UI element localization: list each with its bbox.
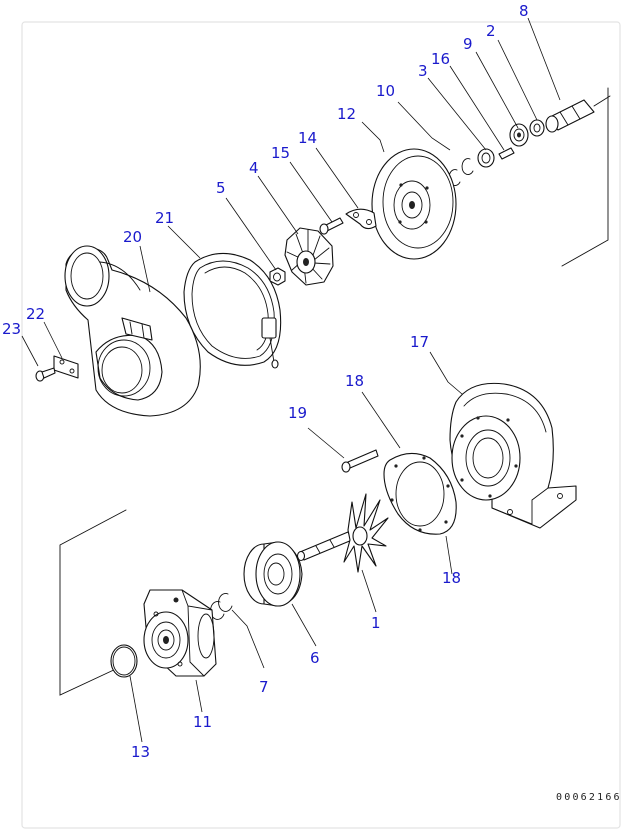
part-snap-ring-7 (210, 593, 265, 669)
callout-4: 4 (249, 159, 259, 177)
sheet-frame (21, 21, 621, 829)
part-nut-2 (529, 119, 545, 137)
callout-19: 19 (288, 404, 307, 422)
leader-lines (21, 17, 561, 743)
callout-20: 20 (123, 228, 142, 246)
callout-10: 10 (376, 82, 395, 100)
part-bolt-15 (319, 217, 344, 235)
part-v-band-clamp-21 (183, 252, 282, 369)
part-pin-16 (498, 147, 515, 160)
callout-2: 2 (486, 22, 496, 40)
part-turbine-shaft-1 (296, 493, 389, 573)
callout-6: 6 (310, 649, 320, 667)
callout-21: 21 (155, 209, 174, 227)
callout-12: 12 (337, 105, 356, 123)
callout-18-lower: 18 (442, 569, 461, 587)
part-insert-6 (243, 541, 303, 607)
callout-1: 1 (371, 614, 381, 632)
callout-22: 22 (26, 305, 45, 323)
callout-23: 23 (2, 320, 21, 338)
part-compressor-wheel-4 (284, 227, 334, 286)
callout-16: 16 (431, 50, 450, 68)
callout-9: 9 (463, 35, 473, 53)
part-turbine-housing-17 (449, 382, 577, 529)
part-gasket-18 (383, 452, 457, 535)
callout-5: 5 (216, 179, 226, 197)
callout-13: 13 (131, 743, 150, 761)
part-bolt-19 (341, 449, 379, 473)
part-bracket-14 (345, 208, 377, 230)
part-collar-9 (509, 123, 529, 147)
callout-11: 11 (193, 713, 212, 731)
part-sleeve-8 (545, 95, 611, 133)
part-bearing-3 (477, 148, 495, 168)
callout-18-upper: 18 (345, 372, 364, 390)
callout-15: 15 (271, 144, 290, 162)
callout-3: 3 (418, 62, 428, 80)
part-compressor-housing-20 (64, 245, 201, 417)
section-break-lines (59, 87, 609, 696)
callout-7: 7 (259, 678, 269, 696)
callout-labels: 8 2 9 16 3 10 12 14 15 4 5 21 20 22 23 1… (2, 2, 529, 761)
callout-17: 17 (410, 333, 429, 351)
part-lock-plate-22 (53, 355, 79, 379)
part-nut-5 (269, 267, 286, 286)
drawing-number: 00062166 (556, 792, 622, 803)
part-screw-23 (35, 367, 56, 382)
callout-14: 14 (298, 129, 317, 147)
callout-8: 8 (519, 2, 529, 20)
part-center-housing-11 (143, 589, 217, 677)
part-seal-plate-12 (371, 148, 457, 260)
part-o-ring-13 (110, 644, 138, 678)
